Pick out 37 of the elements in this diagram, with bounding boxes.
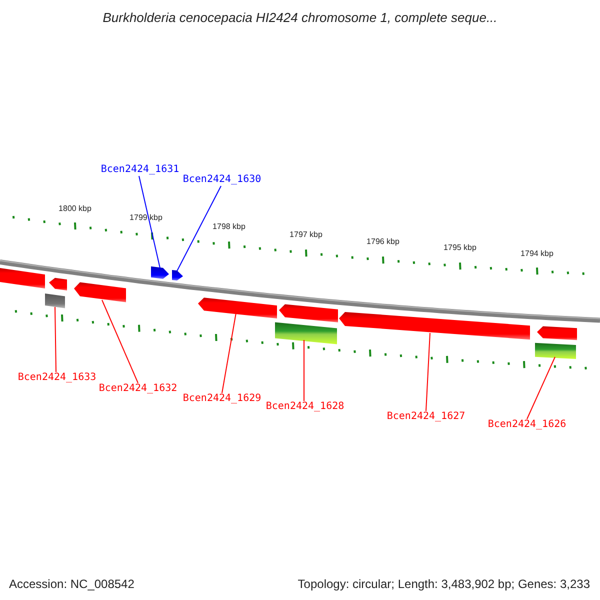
gene-label: Bcen2424_1629	[182, 393, 262, 405]
leader-line	[426, 332, 430, 412]
leader-line	[222, 312, 236, 394]
scale-label: 1794 kbp	[520, 248, 554, 260]
footer-text: Topology: circular; Length: 3,483,902 bp; Genes: 3,233	[298, 576, 590, 593]
gene-label: Bcen2424_1630	[182, 174, 262, 186]
title: Burkholderia cenocepacia HI2424 chromosome 1, complete seque...	[102, 9, 498, 27]
gene-label: Bcen2424_1627	[386, 411, 466, 423]
gene-block	[339, 312, 530, 340]
scale-label: 1798 kbp	[212, 221, 246, 233]
gene-label: Bcen2424_1631	[100, 164, 180, 176]
leader-line	[54, 306, 56, 372]
gene-block	[275, 322, 337, 344]
scale-label: 1795 kbp	[444, 242, 476, 254]
gene-block	[535, 342, 576, 360]
leader-line	[102, 300, 138, 384]
gene-block	[279, 304, 338, 322]
gene-label: Bcen2424_1633	[18, 372, 96, 384]
leader-line	[138, 176, 160, 268]
gene-block	[0, 268, 45, 288]
gene-block	[49, 278, 67, 291]
gene-label: Bcen2424_1628	[266, 401, 344, 413]
gene-block	[172, 270, 183, 281]
gene-block	[74, 282, 126, 302]
gene-label: Bcen2424_1632	[98, 383, 178, 395]
gene-block	[198, 298, 277, 318]
scale-label: 1800 kbp	[58, 203, 92, 215]
scale-label: 1799 kbp	[130, 212, 162, 224]
footer-text: Accession: NC_008542	[9, 576, 134, 593]
scale-label: 1797 kbp	[290, 229, 322, 241]
leader-line	[526, 356, 556, 420]
gene-block	[45, 294, 65, 308]
gene-block	[151, 266, 169, 279]
gene-label: Bcen2424_1626	[488, 419, 566, 431]
scale-label: 1796 kbp	[366, 236, 400, 248]
gene-block	[537, 326, 577, 340]
leader-line	[176, 186, 222, 272]
